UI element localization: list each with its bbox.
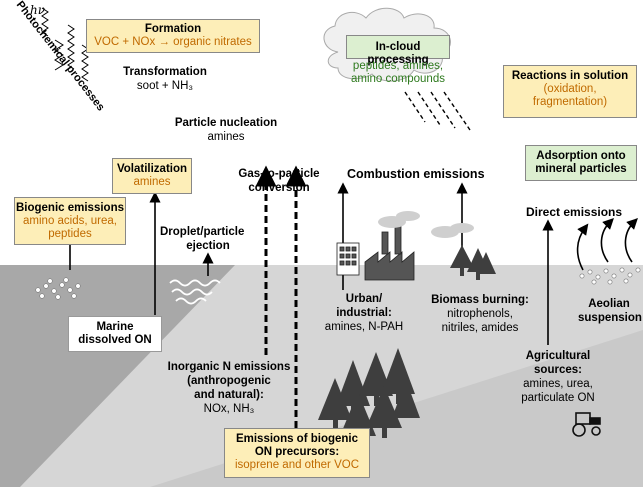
agricultural-line4: particulate ON xyxy=(521,392,595,404)
volatilization-text: amines xyxy=(133,176,171,188)
transformation-title: Transformation xyxy=(123,66,207,78)
formation-text: VOC + NOx → organic nitrates xyxy=(94,36,252,48)
combustion-emissions-label: Combustion emissions xyxy=(347,167,485,181)
in-cloud-box: In-cloud processing xyxy=(346,35,450,66)
adsorption-line2: mineral particles xyxy=(535,163,627,175)
adsorption-box: Adsorption onto mineral particles xyxy=(525,145,637,181)
biomass-title: Biomass burning: xyxy=(431,294,529,306)
nucleation-text: amines xyxy=(207,131,245,143)
agricultural-line2: sources: xyxy=(534,364,582,376)
urban-line3: amines, N-PAH xyxy=(324,321,404,333)
droplet-ejection-line1: Droplet/particle xyxy=(160,226,245,238)
gas-to-particle-line2: conversion xyxy=(248,182,310,194)
aeolian-line1: Aeolian xyxy=(588,298,630,310)
aeolian-line2: suspension xyxy=(578,312,642,324)
smoke xyxy=(378,211,474,238)
biomass-line2: nitriles, amides xyxy=(441,322,519,334)
waves xyxy=(169,279,221,305)
transformation-text: soot + NH₃ xyxy=(136,80,194,92)
tractor xyxy=(572,412,601,437)
adsorption-line1: Adsorption onto xyxy=(536,150,626,162)
photon-waves xyxy=(41,7,89,82)
particles xyxy=(35,267,641,300)
trees xyxy=(318,245,496,446)
biogenic-emissions-title: Biogenic emissions xyxy=(15,202,124,214)
inorganic-line4: NOx, NH₃ xyxy=(203,403,255,415)
droplet-ejection-line2: ejection xyxy=(186,240,230,252)
precursors-line2: ON precursors: xyxy=(254,446,340,458)
reactions-solution-box: Reactions in solution (oxidation, fragme… xyxy=(503,65,637,118)
sea-surface xyxy=(0,265,235,487)
reactions-solution-line2: fragmentation) xyxy=(532,96,608,108)
inorganic-line2: (anthropogenic xyxy=(187,375,271,387)
urban-line1: Urban/ xyxy=(345,293,383,305)
direct-emissions-label: Direct emissions xyxy=(526,205,623,219)
formation-title: Formation xyxy=(144,23,202,35)
biomass-line1: nitrophenols, xyxy=(447,308,513,320)
inorganic-line3: and natural): xyxy=(194,389,264,401)
hv-label: hν xyxy=(30,3,46,17)
rain xyxy=(404,91,471,131)
marine-line1: Marine xyxy=(96,321,134,333)
agricultural-line1: Agricultural xyxy=(525,350,591,362)
agricultural-line3: amines, urea, xyxy=(523,378,593,390)
biogenic-precursors-box: Emissions of biogenic ON precursors: iso… xyxy=(224,428,370,478)
urban-buildings xyxy=(336,225,415,281)
precursors-line3: isoprene and other VOC xyxy=(234,459,360,471)
urban-line2: industrial: xyxy=(336,307,392,319)
biogenic-emissions-line1: amino acids, urea, xyxy=(23,215,117,227)
reactions-solution-title: Reactions in solution xyxy=(511,70,629,82)
nucleation-title: Particle nucleation xyxy=(174,117,278,129)
in-cloud-line1: peptides, amines, xyxy=(352,60,444,72)
precursors-line1: Emissions of biogenic xyxy=(235,433,359,445)
biogenic-emissions-box: Biogenic emissions amino acids, urea, pe… xyxy=(14,197,126,245)
in-cloud-title: In-cloud processing xyxy=(367,41,429,66)
gas-to-particle-line1: Gas-to-particle xyxy=(238,168,320,180)
volatilization-title: Volatilization xyxy=(116,163,188,175)
marine-line2: dissolved ON xyxy=(78,334,152,346)
in-cloud-line2: amino compounds xyxy=(351,73,445,85)
marine-dissolved-on-box: Marine dissolved ON xyxy=(68,316,162,352)
inorganic-line1: Inorganic N emissions xyxy=(167,361,291,373)
biogenic-emissions-line2: peptides xyxy=(48,228,92,240)
volatilization-box: Volatilization amines xyxy=(112,158,192,194)
reactions-solution-line1: (oxidation, xyxy=(543,83,597,95)
formation-box: Formation VOC + NOx → organic nitrates xyxy=(86,19,260,53)
